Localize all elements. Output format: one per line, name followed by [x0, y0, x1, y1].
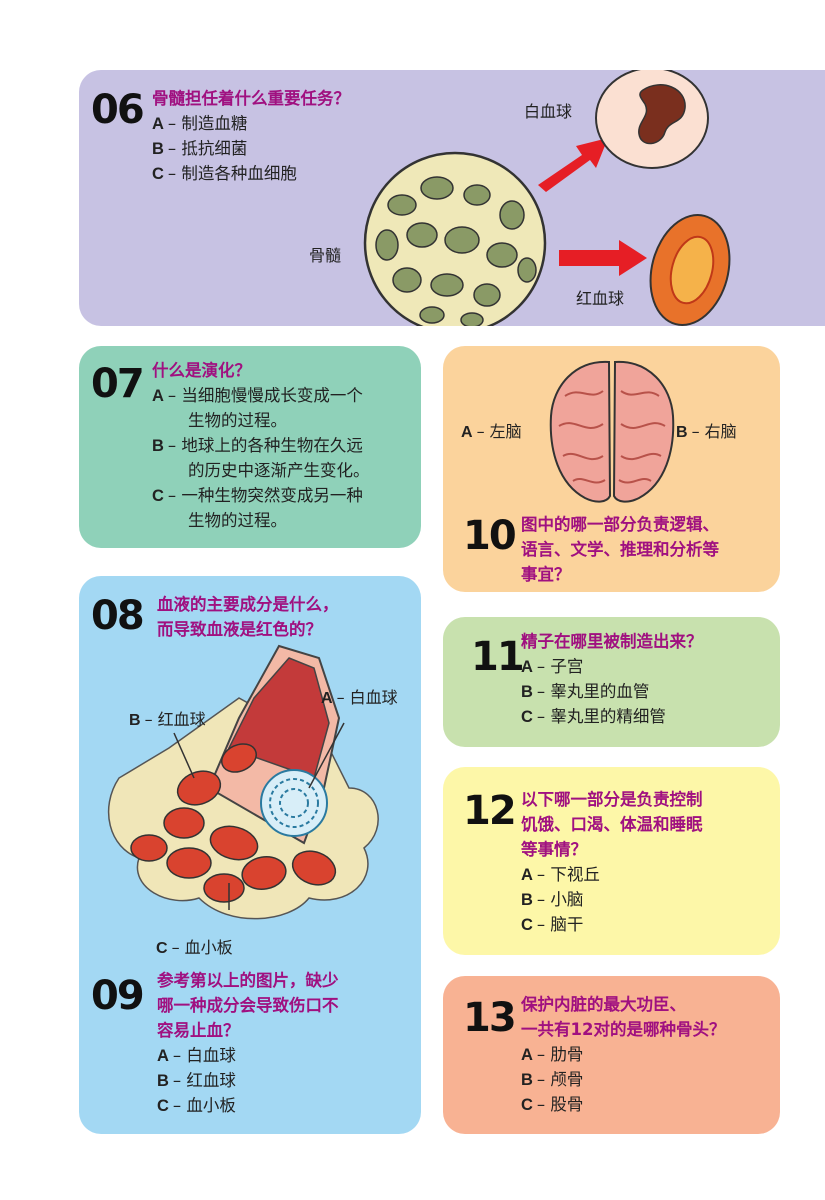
- label-white-cell: 白血球: [524, 102, 573, 121]
- option-a: A– 制造血糖: [152, 114, 248, 133]
- label-platelet: C– 血小板: [156, 938, 233, 957]
- question-number: 12: [463, 788, 517, 834]
- question-text: 一共有12对的是哪种骨头？: [521, 1020, 726, 1039]
- question-text: 容易止血？: [157, 1021, 240, 1040]
- question-number: 10: [463, 513, 517, 559]
- card-q07: 07 什么是演化？ A– 当细胞慢慢成长变成一个 生物的过程。 B– 地球上的各…: [79, 346, 421, 548]
- red-blood-cell-illustration: [649, 214, 731, 326]
- card-q12: 12 以下哪一部分是负责控制 饥饿、口渴、体温和睡眠 等事情？ A– 下视丘 B…: [443, 767, 780, 955]
- question-number: 13: [463, 995, 517, 1041]
- question-number: 09: [91, 973, 145, 1019]
- question-text: 以下哪一部分是负责控制: [521, 790, 703, 809]
- option-a: A– 下视丘: [521, 865, 600, 884]
- brain-illustration: [549, 360, 675, 503]
- option-c: C– 股骨: [521, 1095, 584, 1114]
- question-text: 血液的主要成分是什么，: [157, 595, 339, 614]
- white-blood-cell-illustration: [595, 70, 709, 169]
- option-b: B– 小脑: [521, 890, 584, 909]
- question-text: 饥饿、口渴、体温和睡眠: [521, 815, 703, 834]
- option-b-cont: 的历史中逐渐产生变化。: [188, 461, 370, 480]
- option-b: B– 颅骨: [521, 1070, 584, 1089]
- label-red-cell: B– 红血球: [129, 710, 206, 729]
- label-white-cell: A– 白血球: [321, 688, 398, 707]
- bone-marrow-illustration: [363, 151, 547, 326]
- option-c: C– 睾丸里的精细管: [521, 707, 666, 726]
- card-q10: A– 左脑 B– 右脑 10 图中的哪一部分负责逻辑、 语言、文学、推理和分析等…: [443, 346, 780, 592]
- blood-vessel-illustration: [107, 644, 379, 920]
- question-text: 语言、文学、推理和分析等: [521, 540, 719, 559]
- question-text: 保护内脏的最大功臣、: [521, 995, 686, 1014]
- question-text: 参考第以上的图片，缺少: [157, 971, 339, 990]
- option-a-cont: 生物的过程。: [188, 411, 287, 430]
- option-a: A– 肋骨: [521, 1045, 584, 1064]
- option-c: C– 血小板: [157, 1096, 236, 1115]
- question-text: 等事情？: [521, 840, 587, 859]
- option-a: A– 白血球: [157, 1046, 236, 1065]
- question-text: 而导致血液是红色的？: [157, 620, 322, 639]
- card-q11: 11 精子在哪里被制造出来？ A– 子宫 B– 睾丸里的血管 C– 睾丸里的精细…: [443, 617, 780, 747]
- option-c: C– 脑干: [521, 915, 584, 934]
- label-left-brain: A– 左脑: [461, 422, 522, 441]
- option-c-cont: 生物的过程。: [188, 511, 287, 530]
- option-c: C– 制造各种血细胞: [152, 164, 297, 183]
- label-right-brain: B– 右脑: [676, 422, 737, 441]
- card-q13: 13 保护内脏的最大功臣、 一共有12对的是哪种骨头？ A– 肋骨 B– 颅骨 …: [443, 976, 780, 1134]
- label-red-cell: 红血球: [576, 289, 625, 308]
- question-text: 事宜？: [521, 565, 571, 584]
- option-a: A– 子宫: [521, 657, 584, 676]
- arrow-icon: [559, 240, 647, 276]
- option-b: B– 红血球: [157, 1071, 236, 1090]
- question-number: 11: [471, 634, 525, 680]
- question-number: 07: [91, 361, 145, 407]
- question-text: 骨髓担任着什么重要任务？: [152, 89, 350, 108]
- option-b: B– 地球上的各种生物在久远: [152, 436, 363, 455]
- question-text: 什么是演化？: [152, 361, 251, 380]
- option-b: B– 抵抗细菌: [152, 139, 248, 158]
- arrow-icon: [538, 138, 608, 192]
- question-number: 08: [91, 593, 145, 639]
- card-q06: 06 骨髓担任着什么重要任务？ A– 制造血糖 B– 抵抗细菌 C– 制造各种血…: [79, 70, 825, 326]
- question-number: 06: [91, 87, 145, 133]
- option-b: B– 睾丸里的血管: [521, 682, 650, 701]
- option-c: C– 一种生物突然变成另一种: [152, 486, 363, 505]
- question-text: 哪一种成分会导致伤口不: [157, 996, 339, 1015]
- option-a: A– 当细胞慢慢成长变成一个: [152, 386, 363, 405]
- card-q08-q09: 08 血液的主要成分是什么， 而导致血液是红色的？ A– 白血球 B– 红血: [79, 576, 421, 1134]
- question-text: 精子在哪里被制造出来？: [521, 632, 703, 651]
- label-bone-marrow: 骨髓: [309, 246, 342, 265]
- question-text: 图中的哪一部分负责逻辑、: [521, 515, 719, 534]
